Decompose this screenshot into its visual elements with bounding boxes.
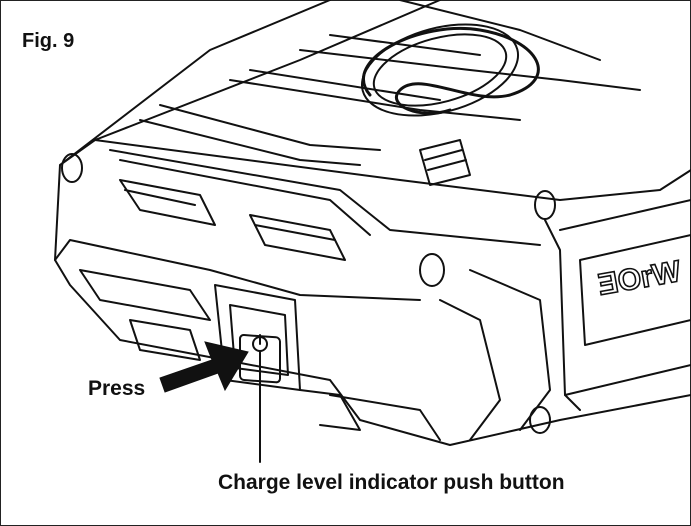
device-top-edge: [94, 139, 691, 201]
brand-mark: ƎOrW: [595, 254, 685, 303]
device-body-outline: [54, 0, 441, 361]
device-front-edge: [54, 239, 421, 301]
mount-hole-right: [534, 190, 556, 220]
top-logo: [362, 27, 540, 115]
mount-hole-mid: [419, 253, 445, 287]
brand-text: ƎOrW: [595, 255, 683, 302]
button-housing-inner: [229, 304, 289, 376]
button-callout-label: Charge level indicator push button: [218, 471, 565, 494]
device-bottom-edge: [224, 359, 691, 446]
mount-hole-left: [61, 153, 83, 183]
figure-label: Fig. 9: [22, 30, 75, 52]
press-label: Press: [88, 377, 146, 400]
press-arrow: [159, 341, 249, 393]
